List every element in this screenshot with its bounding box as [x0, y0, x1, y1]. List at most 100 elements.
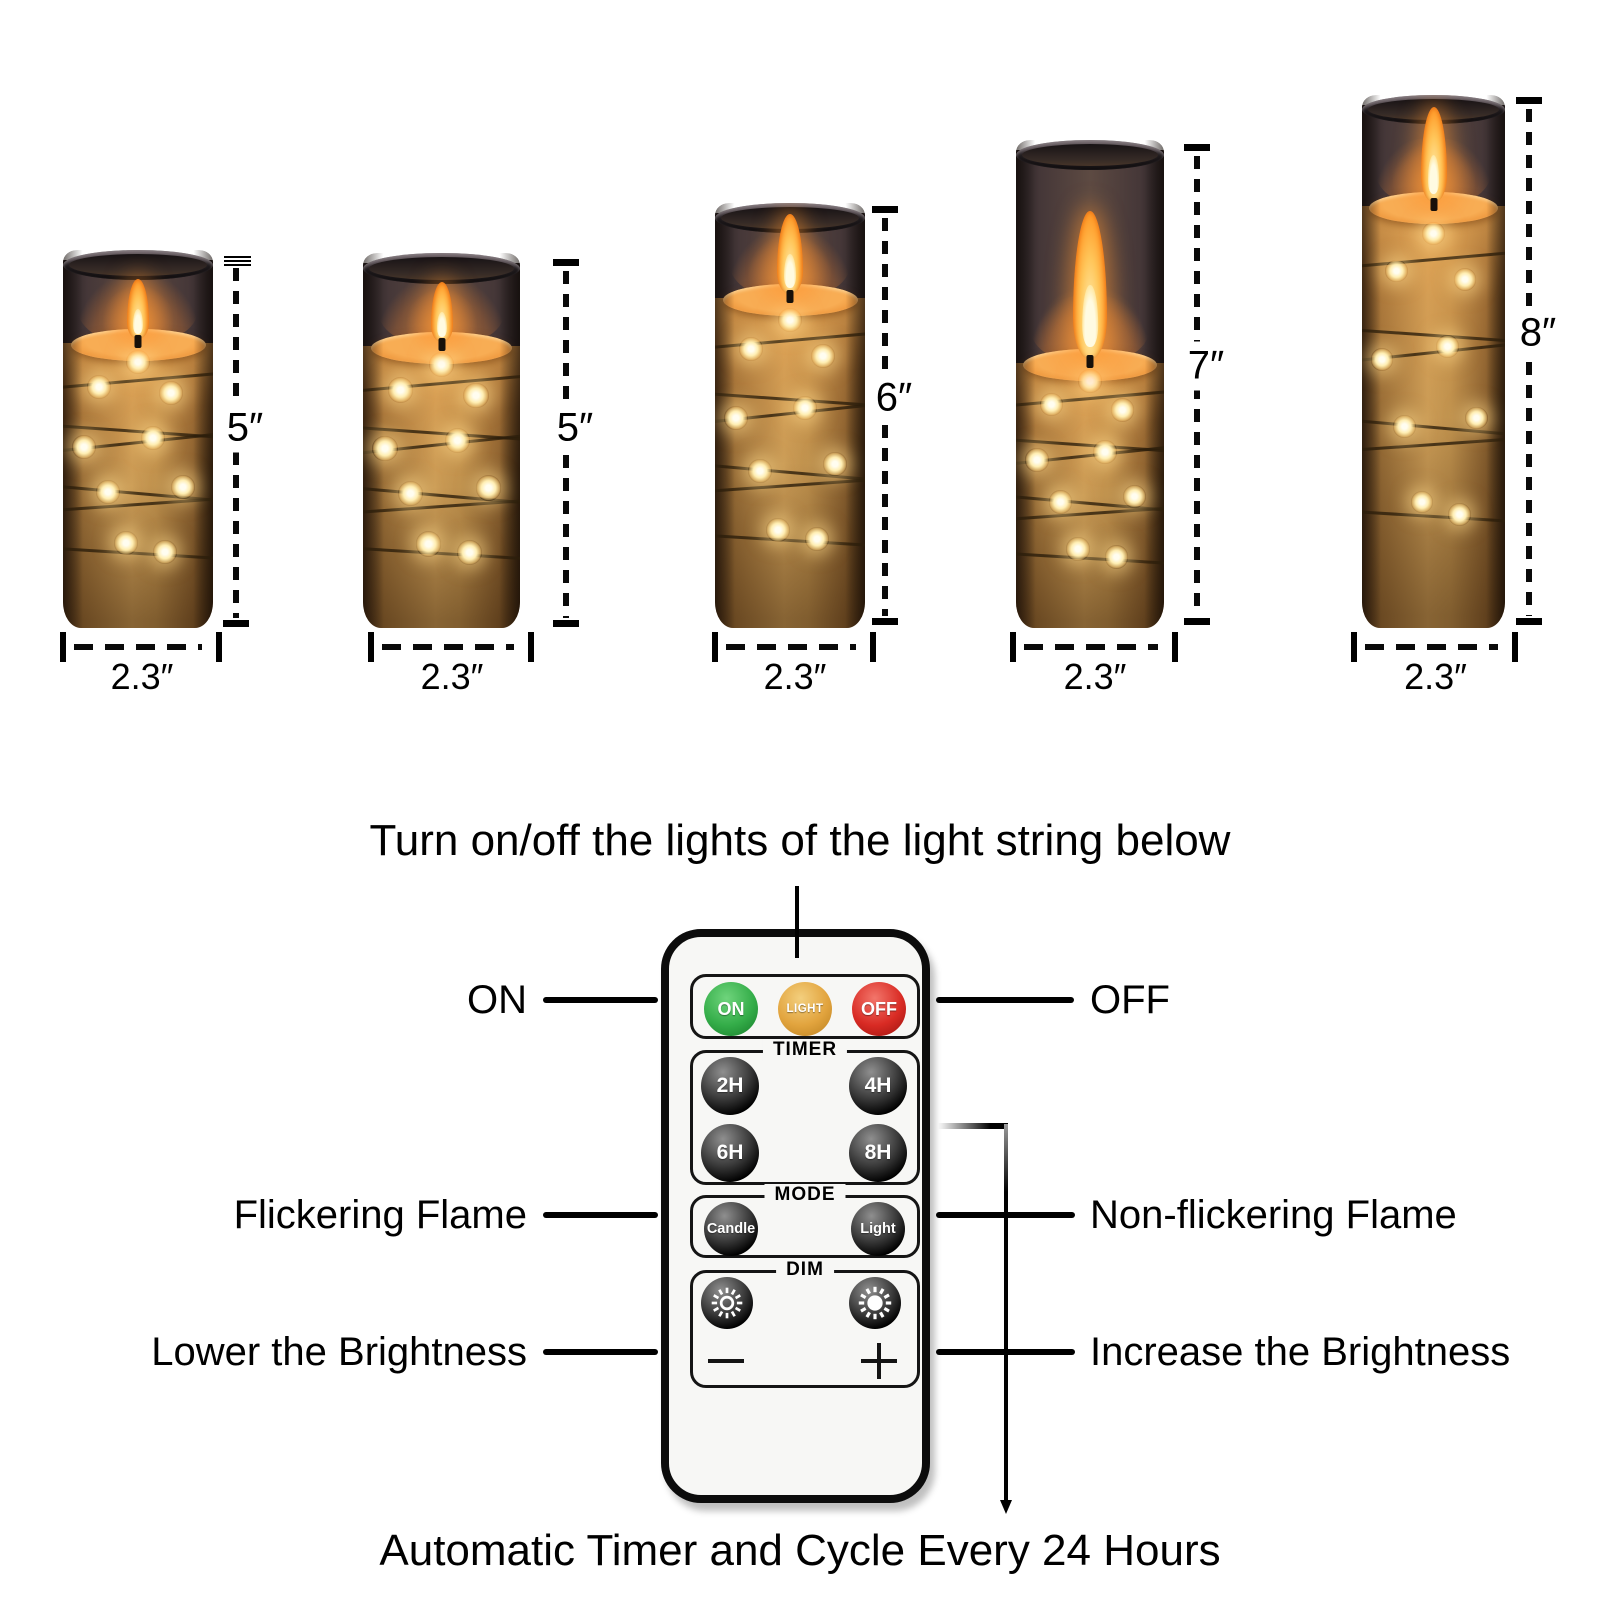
- string-light-led: [1048, 489, 1073, 514]
- candle-image: [1362, 95, 1505, 628]
- string-light-led: [372, 436, 398, 462]
- candle-glass: [63, 250, 213, 628]
- string-light-led: [739, 337, 763, 362]
- label-lower-brightness: Lower the Brightness: [151, 1330, 527, 1374]
- glass-rim: [63, 250, 213, 280]
- height-dim-bottom-tick: [872, 618, 898, 625]
- height-dim-label: 8″: [1514, 308, 1562, 358]
- height-dim-line: [1526, 109, 1532, 616]
- flame: [127, 279, 149, 339]
- glass-rim: [1016, 140, 1164, 170]
- string-light-led: [87, 375, 111, 400]
- height-dim-top-glyph: [224, 256, 251, 266]
- wick: [438, 338, 445, 351]
- candle-image: [63, 250, 213, 628]
- string-light-led: [114, 531, 138, 556]
- string-light-led: [1393, 414, 1417, 438]
- string-light-led: [1410, 490, 1434, 514]
- line-flickering: [543, 1212, 658, 1218]
- string-light-led: [724, 406, 748, 431]
- width-dim-right-tick: [1172, 632, 1178, 662]
- line-lower: [543, 1349, 658, 1355]
- timer-2h-button: 2H: [701, 1057, 759, 1115]
- string-light-led: [823, 452, 847, 476]
- width-dim-line: [1365, 644, 1498, 650]
- label-nonflickering-flame: Non-flickering Flame: [1090, 1193, 1457, 1237]
- dim-up-button: [849, 1277, 901, 1329]
- width-dim-left-tick: [1351, 632, 1357, 662]
- mode-light-button: Light: [851, 1202, 905, 1256]
- candle-glass: [1016, 140, 1164, 628]
- mode-label: MODE: [764, 1184, 846, 1206]
- height-dim-label: 5″: [551, 403, 599, 453]
- string-light-led: [1122, 484, 1147, 509]
- dim-down-button: [701, 1277, 753, 1329]
- timer-connector-line: [1004, 1124, 1008, 1502]
- width-dim-label: 2.3″: [763, 656, 827, 697]
- width-dim-right-tick: [870, 632, 876, 662]
- timer-6h-button: 6H: [701, 1124, 759, 1182]
- timer-connector-tip: [1000, 1500, 1012, 1514]
- height-dim-bottom-tick: [553, 620, 579, 627]
- label-increase-brightness: Increase the Brightness: [1090, 1330, 1511, 1374]
- string-light-led: [1447, 503, 1471, 527]
- height-dim-label: 5″: [221, 403, 269, 453]
- string-light-led: [1110, 397, 1135, 422]
- remote-control: ON LIGHT OFF TIMER 2H 4H 6H 8H MODE Cand…: [661, 929, 930, 1503]
- mode-candle-button: Candle: [704, 1202, 758, 1256]
- timer-connector-stub: [938, 1123, 1008, 1129]
- width-dim-label: 2.3″: [1063, 656, 1127, 697]
- title: Turn on/off the lights of the light stri…: [369, 816, 1231, 865]
- candle-image: [715, 203, 865, 628]
- label-off: OFF: [1090, 978, 1170, 1022]
- wick: [786, 290, 794, 303]
- wick: [134, 335, 142, 348]
- candle-glass: [715, 203, 865, 628]
- width-dim-left-tick: [60, 632, 66, 662]
- timer-label: TIMER: [762, 1039, 848, 1061]
- string-light-led: [72, 434, 96, 459]
- width-dim-right-tick: [1512, 632, 1518, 662]
- candle-glass: [363, 253, 520, 628]
- string-light-led: [1039, 392, 1064, 417]
- width-dim-left-tick: [368, 632, 374, 662]
- off-button: OFF: [852, 982, 906, 1036]
- height-dim-top-tick: [553, 259, 579, 266]
- dim-label: DIM: [776, 1259, 834, 1281]
- plus-glyph: [861, 1343, 897, 1379]
- minus-glyph: [708, 1359, 744, 1363]
- string-light-led: [444, 427, 470, 453]
- width-dim-label: 2.3″: [1404, 656, 1467, 697]
- sun-dim-icon: [711, 1287, 743, 1319]
- width-dim-line: [726, 644, 856, 650]
- timer-4h-button: 4H: [849, 1057, 907, 1115]
- width-dim-line: [382, 644, 514, 650]
- height-dim-top-tick: [1184, 144, 1210, 151]
- string-light-led: [1453, 267, 1477, 291]
- width-dim-left-tick: [1010, 632, 1016, 662]
- candle-glass: [1362, 95, 1505, 628]
- width-dim-label: 2.3″: [420, 656, 484, 697]
- width-dim-right-tick: [216, 632, 222, 662]
- timer-8h-button: 8H: [849, 1124, 907, 1182]
- string-light-led: [811, 343, 835, 368]
- wick: [1430, 198, 1437, 211]
- line-off: [936, 997, 1074, 1003]
- footer-caption: Automatic Timer and Cycle Every 24 Hours: [379, 1526, 1221, 1575]
- flame: [430, 282, 453, 342]
- string-light-led: [153, 539, 177, 564]
- string-light-led: [141, 426, 165, 451]
- glass-rim: [363, 253, 520, 284]
- power-button-group: [690, 974, 920, 1039]
- on-button: ON: [704, 982, 758, 1036]
- candle-image: [363, 253, 520, 628]
- height-dim-top-tick: [1516, 97, 1542, 104]
- line-on: [543, 997, 658, 1003]
- sun-bright-icon: [858, 1286, 892, 1320]
- label-on: ON: [467, 978, 527, 1022]
- string-light-led: [388, 377, 414, 403]
- title-pointer-line: [795, 886, 799, 958]
- light-button: LIGHT: [778, 982, 832, 1036]
- height-dim-bottom-tick: [1516, 618, 1542, 625]
